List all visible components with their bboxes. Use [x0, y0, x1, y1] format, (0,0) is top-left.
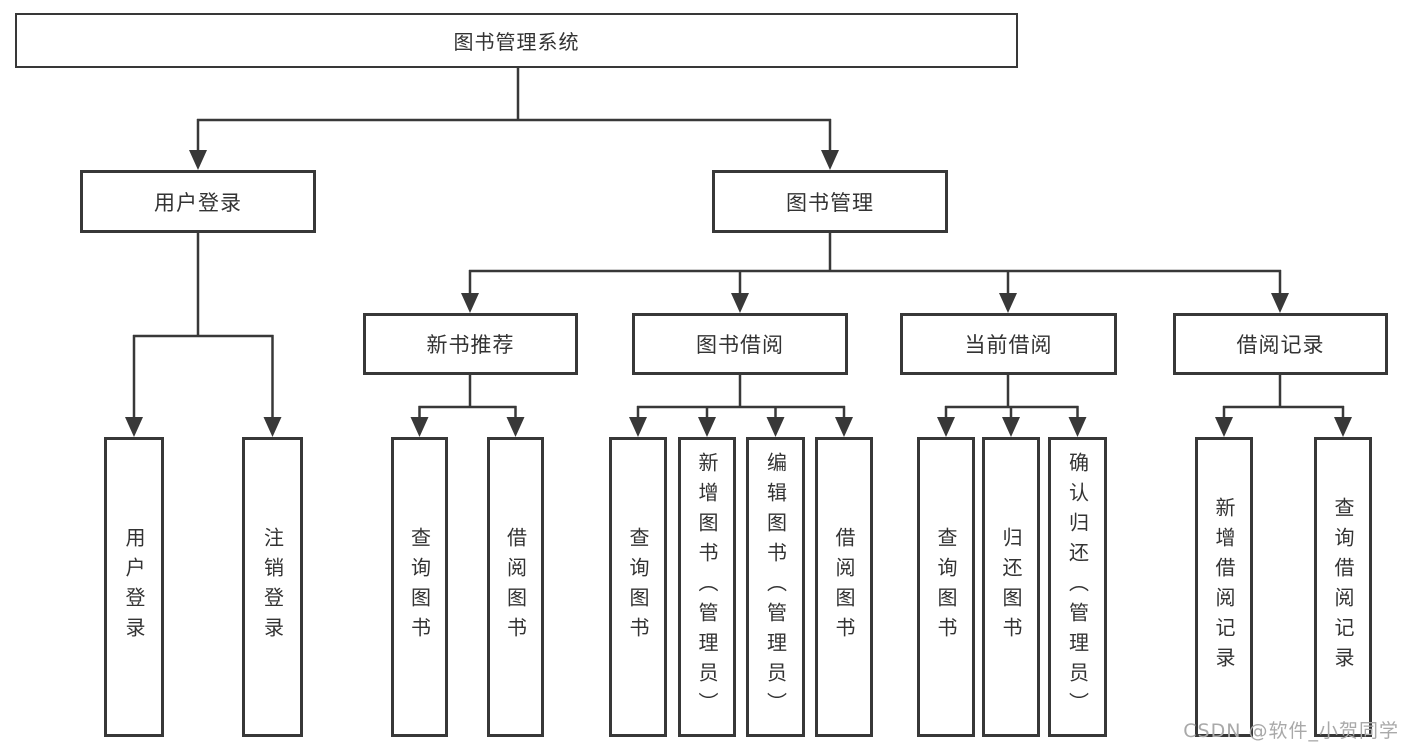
leaf-user-login-label: 用户登录 — [122, 527, 146, 647]
leaf-add-borrow-record-label: 新增借阅记录 — [1212, 497, 1236, 677]
leaf-logout: 注销登录 — [242, 437, 303, 737]
leaf-edit-book-admin-label: 编辑图书（管理员） — [763, 452, 788, 722]
node-new-book-recommend: 新书推荐 — [363, 313, 578, 375]
leaf-add-book-admin-label: 新增图书（管理员） — [695, 452, 719, 722]
watermark: CSDN @软件_小贺同学 — [1183, 720, 1399, 742]
node-library-system: 图书管理系统 — [15, 13, 1018, 68]
leaf-query-books-recommend-label: 查询图书 — [407, 527, 432, 647]
arrowhead-down-icons — [125, 150, 1352, 437]
leaf-borrow-books: 借阅图书 — [815, 437, 873, 737]
leaf-borrow-books-recommend: 借阅图书 — [487, 437, 544, 737]
node-book-borrow: 图书借阅 — [632, 313, 848, 375]
leaf-add-book-admin: 新增图书（管理员） — [678, 437, 736, 737]
leaf-borrow-books-label: 借阅图书 — [832, 527, 856, 647]
leaf-query-borrow-record-label: 查询借阅记录 — [1331, 497, 1355, 677]
leaf-edit-book-admin: 编辑图书（管理员） — [746, 437, 805, 737]
leaf-return-book: 归还图书 — [982, 437, 1040, 737]
leaf-confirm-return-admin-label: 确认归还（管理员） — [1065, 452, 1090, 722]
leaf-query-books-recommend: 查询图书 — [391, 437, 448, 737]
leaf-query-books-current: 查询图书 — [917, 437, 975, 737]
leaf-query-borrow-record: 查询借阅记录 — [1314, 437, 1372, 737]
node-book-management: 图书管理 — [712, 170, 948, 233]
leaf-query-books-current-label: 查询图书 — [934, 527, 958, 647]
connector-paths — [132, 68, 1345, 419]
leaf-borrow-books-recommend-label: 借阅图书 — [503, 527, 528, 647]
leaf-logout-label: 注销登录 — [260, 527, 285, 647]
leaf-return-book-label: 归还图书 — [999, 527, 1023, 647]
leaf-add-borrow-record: 新增借阅记录 — [1195, 437, 1253, 737]
leaf-confirm-return-admin: 确认归还（管理员） — [1048, 437, 1107, 737]
node-user-login: 用户登录 — [80, 170, 316, 233]
leaf-user-login: 用户登录 — [104, 437, 164, 737]
node-current-borrow: 当前借阅 — [900, 313, 1117, 375]
node-borrow-records: 借阅记录 — [1173, 313, 1388, 375]
leaf-query-books-borrow: 查询图书 — [609, 437, 667, 737]
leaf-query-books-borrow-label: 查询图书 — [626, 527, 650, 647]
